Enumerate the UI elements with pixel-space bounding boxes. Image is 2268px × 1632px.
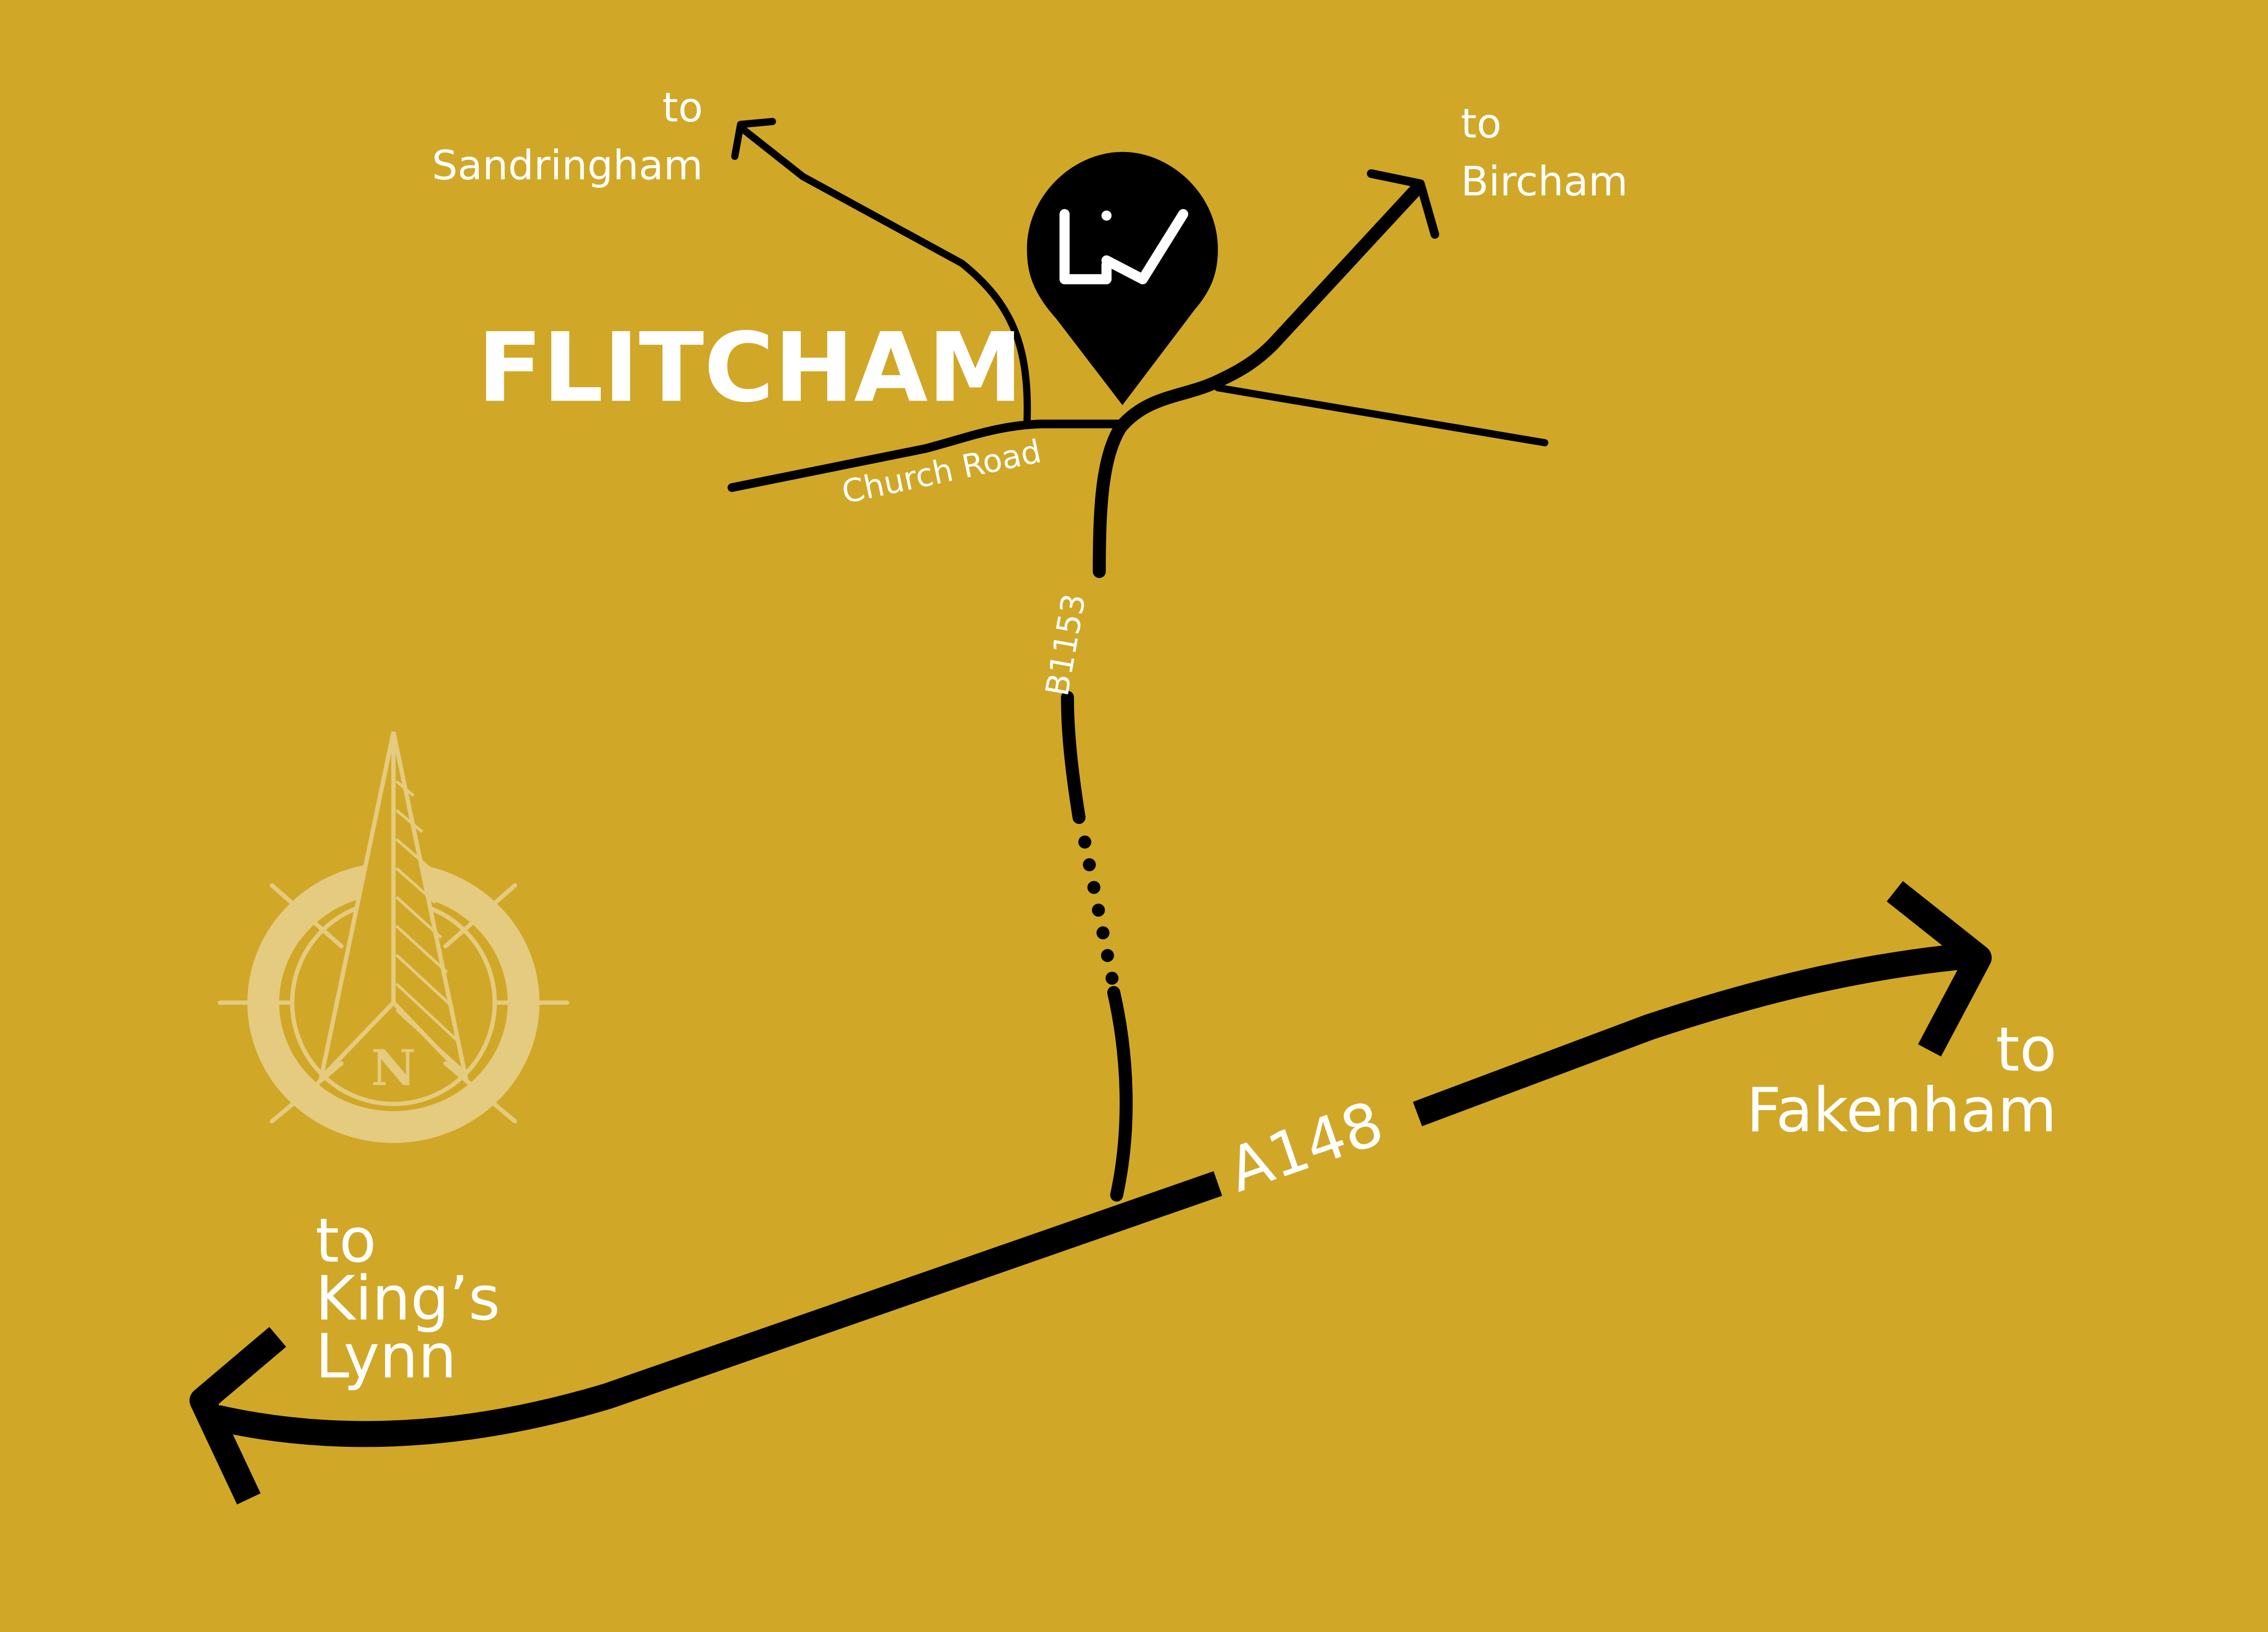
compass-north-letter: N [371, 1039, 416, 1097]
bircham-to: to [1461, 99, 1501, 147]
road-to-bircham [1114, 181, 1424, 434]
liv-logo [1059, 209, 1188, 285]
b1153-road [1061, 420, 1128, 824]
fakenham-label: Fakenham [1746, 1075, 2057, 1146]
map-pin-icon[interactable] [1027, 152, 1218, 406]
kings-lynn-line2: Lynn [315, 1321, 456, 1392]
kings-lynn-arrowhead [189, 1326, 287, 1504]
fakenham-arrowhead [1887, 881, 1992, 1057]
east-road [1214, 384, 1549, 446]
kings-lynn-line1: King’s [315, 1263, 500, 1334]
a148-road [214, 942, 1980, 1447]
bircham-arrowhead [1367, 169, 1439, 239]
sandringham-arrowhead [731, 118, 776, 160]
sandringham-to: to [662, 84, 703, 131]
church-road [727, 419, 1126, 492]
fakenham-to: to [1996, 1015, 2057, 1086]
north-arrow-compass-icon: N [217, 732, 570, 1143]
bircham-label: Bircham [1461, 158, 1627, 205]
sandringham-label: Sandringham [432, 142, 703, 189]
b1153-dotted-section [1078, 835, 1120, 993]
b1153-south [1107, 986, 1133, 1202]
road-to-sandringham [737, 123, 1031, 428]
town-name: FLITCHAM [477, 313, 1023, 424]
kings-lynn-to: to [315, 1206, 376, 1276]
